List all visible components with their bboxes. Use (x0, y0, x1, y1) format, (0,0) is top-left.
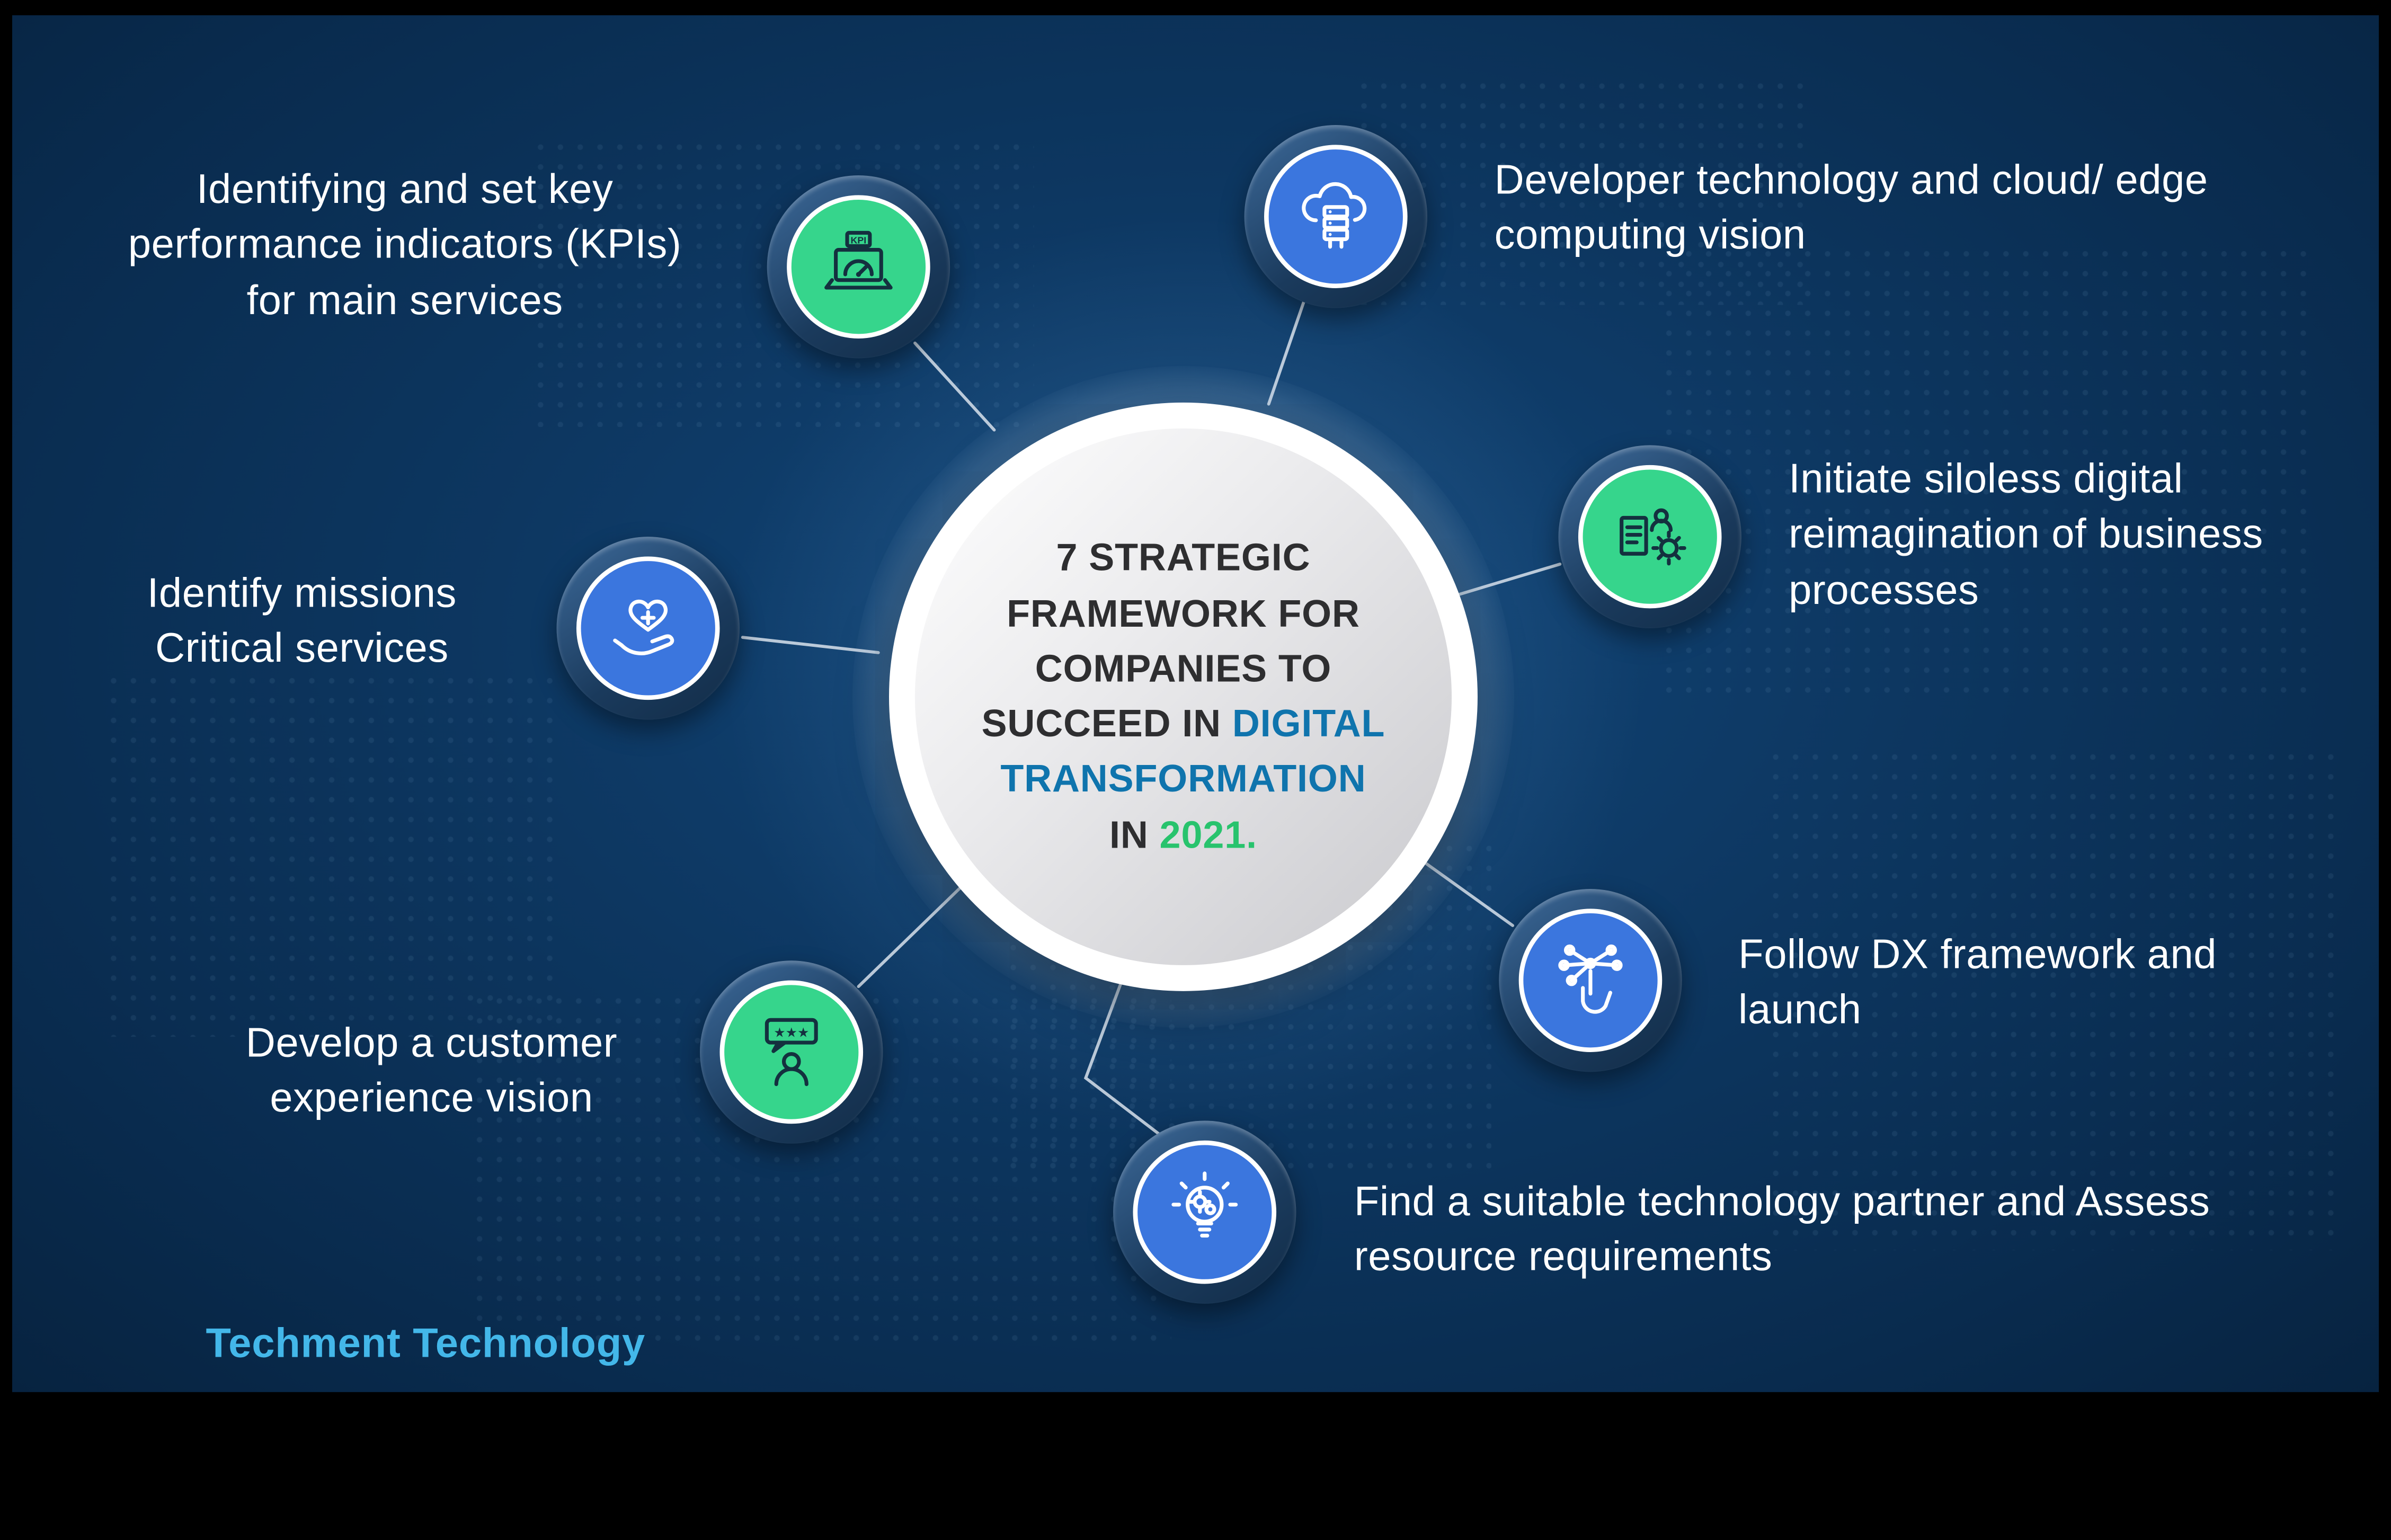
node-circle-partner (1113, 1120, 1296, 1304)
connector-partner (1083, 969, 1165, 1140)
siloless-node-disc (1578, 465, 1722, 609)
connector-kpi (913, 341, 996, 432)
node-circle-dx (1499, 888, 1682, 1072)
cloud-server-icon (1302, 182, 1367, 249)
process-reimagination-icon (1620, 508, 1686, 566)
connector-lines (741, 300, 1562, 1140)
connector-dx (1409, 851, 1515, 927)
label-siloless: Initiate siloless digital reimagination … (1789, 456, 2263, 613)
center-title-highlight-blue: DIGITAL TRANSFORMATION (1000, 702, 1385, 801)
label-customer: Develop a customer experience vision (245, 1020, 618, 1121)
connector-missions (741, 636, 880, 654)
svg-text:★★★: ★★★ (774, 1025, 809, 1040)
node-circle-cloud (1244, 125, 1427, 308)
center-title: 7 STRATEGIC FRAMEWORK FOR COMPANIES TO S… (977, 531, 1389, 862)
brand-label: Techment Technology (206, 1320, 646, 1366)
care-heart-hand-icon (613, 599, 674, 655)
node-circle-missions (556, 537, 740, 720)
node-circle-siloless (1558, 445, 1741, 628)
customer-node-disc: ★★★ (719, 980, 864, 1124)
center-title-highlight-green: 2021. (1159, 813, 1257, 857)
idea-gears-icon (1171, 1171, 1238, 1238)
infographic-panel: 7 STRATEGIC FRAMEWORK FOR COMPANIES TO S… (12, 15, 2379, 1392)
center-circle-disc: 7 STRATEGIC FRAMEWORK FOR COMPANIES TO S… (914, 428, 1452, 965)
label-kpi: Identifying and set key performance indi… (128, 166, 682, 323)
center-title-text: 7 STRATEGIC FRAMEWORK FOR COMPANIES TO S… (981, 537, 1360, 746)
label-partner: Find a suitable technology partner and A… (1354, 1178, 2210, 1280)
missions-node-disc (576, 556, 720, 700)
customer-feedback-icon: ★★★ (765, 1018, 818, 1087)
dx-network-hand-icon (1558, 944, 1623, 1014)
partner-node-disc (1133, 1140, 1277, 1284)
center-circle: 7 STRATEGIC FRAMEWORK FOR COMPANIES TO S… (888, 402, 1478, 991)
label-missions: Identify missions Critical services (147, 570, 457, 672)
kpi-node-disc: KPI (787, 195, 930, 339)
center-title-text: IN (1109, 813, 1160, 857)
connector-customer (857, 886, 963, 989)
label-cloud: Developer technology and cloud/ edge com… (1494, 157, 2208, 259)
cloud-node-disc (1264, 145, 1408, 288)
connector-cloud (1267, 300, 1305, 406)
node-circle-customer: ★★★ (700, 960, 883, 1144)
kpi-dashboard-icon: KPI (824, 230, 893, 290)
label-dx: Follow DX framework and launch (1738, 931, 2217, 1033)
node-circle-kpi: KPI (767, 175, 950, 359)
dx-node-disc (1518, 909, 1663, 1052)
svg-text:KPI: KPI (851, 235, 867, 245)
connector-siloless (1452, 563, 1562, 598)
